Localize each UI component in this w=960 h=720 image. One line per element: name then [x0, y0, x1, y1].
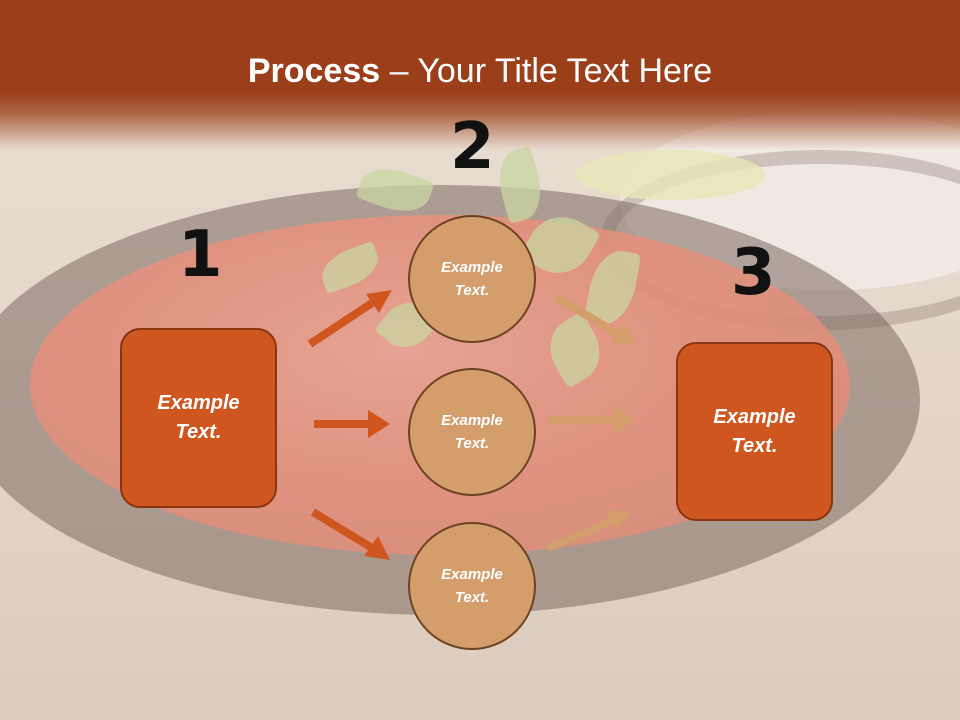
title-bold: Process [247, 52, 381, 90]
middle-circle: Example Text. [408, 368, 536, 496]
bottom-circle-label: Example Text. [441, 566, 503, 606]
left-step-box: Example Text. [120, 328, 277, 508]
lime-slice [575, 150, 765, 200]
page-title: Process – Your Title Text Here [0, 52, 960, 91]
step-number-1: 1 [178, 218, 223, 292]
top-circle: Example Text. [408, 215, 536, 343]
step-number-3: 3 [731, 236, 776, 310]
middle-circle-label: Example Text. [441, 412, 503, 452]
right-step-label: Example Text. [713, 405, 796, 457]
arrow-to-bottom-circle [310, 508, 390, 560]
arrow-from-top-circle [553, 293, 637, 345]
top-circle-label: Example Text. [441, 259, 503, 299]
bottom-circle: Example Text. [408, 522, 536, 650]
arrow-to-top-circle [307, 290, 392, 348]
arrow-to-middle-circle [314, 410, 390, 438]
title-rest: – Your Title Text Here [380, 52, 713, 90]
step-number-2: 2 [450, 110, 495, 184]
arrow-from-bottom-circle [546, 510, 632, 552]
right-step-box: Example Text. [676, 342, 833, 521]
title-bar [0, 0, 960, 150]
left-step-label: Example Text. [157, 392, 240, 443]
arrow-from-middle-circle [548, 406, 636, 434]
